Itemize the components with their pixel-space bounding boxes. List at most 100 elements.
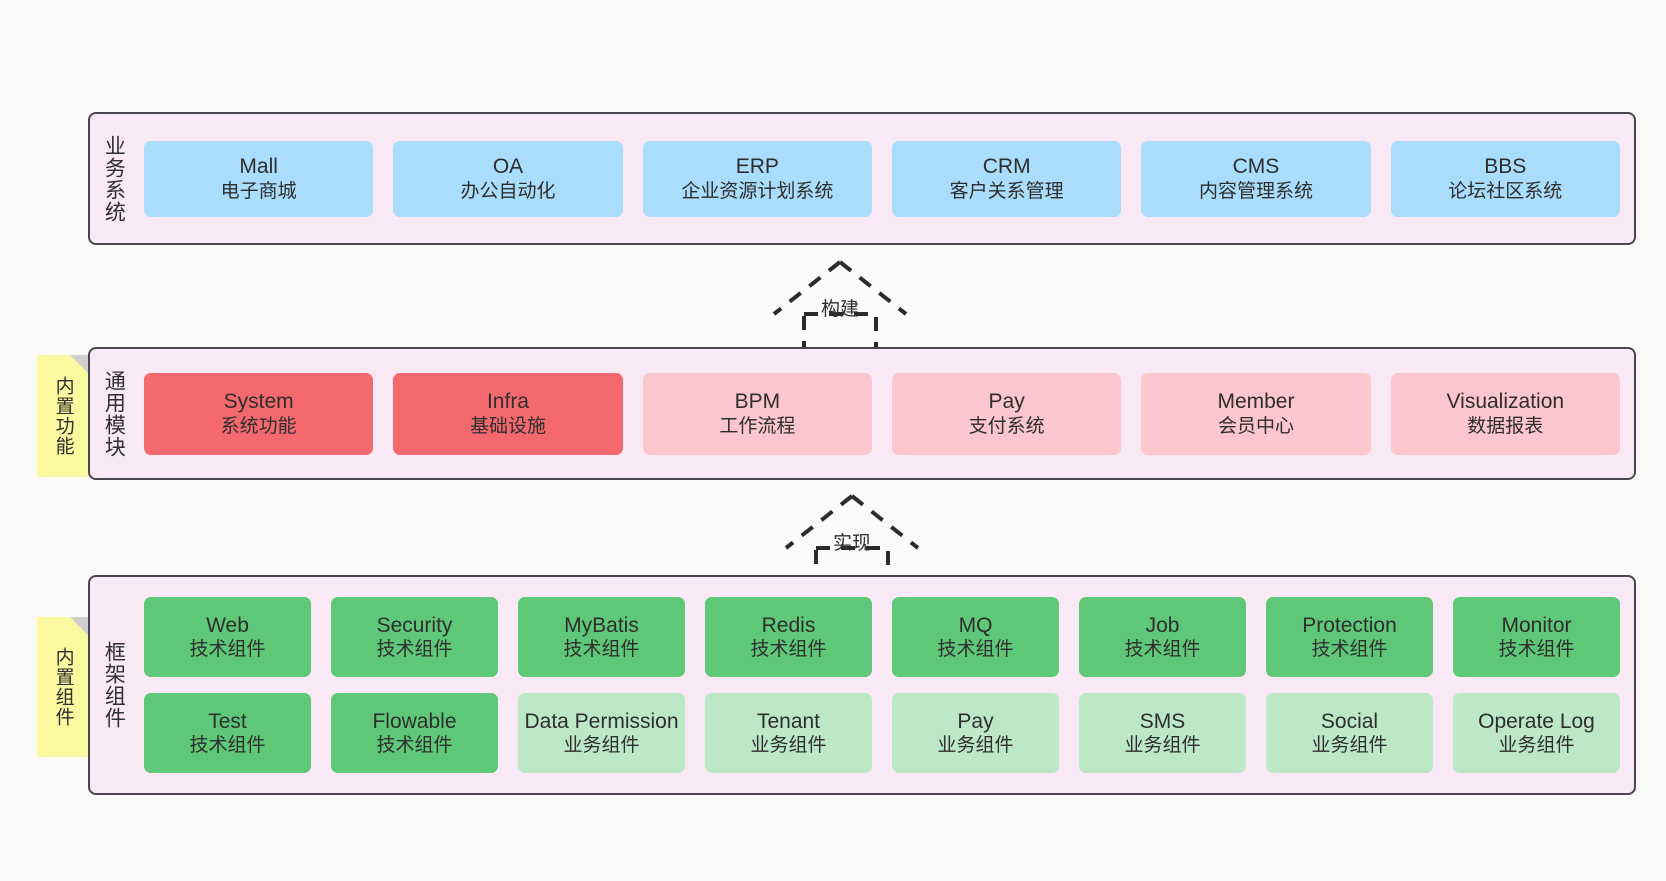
card-subtitle: 业务组件 bbox=[750, 735, 827, 757]
card-subtitle: 业务组件 bbox=[937, 735, 1014, 757]
card-pay-module[interactable]: Pay 支付系统 bbox=[891, 372, 1122, 455]
arrow-build-label: 构建 bbox=[820, 299, 860, 320]
modules-card-row: System 系统功能 Infra 基础设施 BPM 工作流程 Pay 支付系统… bbox=[144, 372, 1620, 455]
card-protection[interactable]: Protection 技术组件 bbox=[1266, 597, 1433, 677]
card-title: Job bbox=[1145, 613, 1180, 637]
card-bbs[interactable]: BBS 论坛社区系统 bbox=[1390, 140, 1620, 217]
card-title: CRM bbox=[982, 155, 1031, 179]
layer-business-systems: 业务系统 Mall 电子商城 OA 办公自动化 ERP 企业资源计划系统 CRM… bbox=[88, 112, 1636, 245]
card-subtitle: 技术组件 bbox=[937, 639, 1014, 661]
card-subtitle: 技术组件 bbox=[376, 639, 453, 661]
card-mall[interactable]: Mall 电子商城 bbox=[144, 140, 374, 217]
card-subtitle: 业务组件 bbox=[1498, 735, 1575, 757]
card-subtitle: 企业资源计划系统 bbox=[681, 180, 834, 202]
card-bpm[interactable]: BPM 工作流程 bbox=[642, 372, 872, 455]
card-infra[interactable]: Infra 基础设施 bbox=[393, 372, 623, 455]
card-title: Web bbox=[206, 613, 249, 637]
card-title: Pay bbox=[957, 709, 994, 733]
card-title: Redis bbox=[761, 613, 816, 637]
card-test[interactable]: Test 技术组件 bbox=[144, 693, 311, 773]
framework-tech-row: Web 技术组件 Security 技术组件 MyBatis 技术组件 Redi… bbox=[144, 597, 1620, 677]
layer-modules-body: System 系统功能 Infra 基础设施 BPM 工作流程 Pay 支付系统… bbox=[136, 349, 1634, 478]
card-title: SMS bbox=[1139, 709, 1186, 733]
card-redis[interactable]: Redis 技术组件 bbox=[705, 597, 872, 677]
card-subtitle: 办公自动化 bbox=[460, 180, 556, 202]
card-crm[interactable]: CRM 客户关系管理 bbox=[891, 140, 1122, 217]
card-subtitle: 技术组件 bbox=[1311, 639, 1388, 661]
card-member[interactable]: Member 会员中心 bbox=[1141, 372, 1371, 455]
card-subtitle: 工作流程 bbox=[719, 415, 796, 437]
layer-modules-title: 通用模块 bbox=[102, 369, 126, 458]
card-subtitle: 电子商城 bbox=[220, 180, 297, 202]
card-title: Pay bbox=[988, 390, 1025, 414]
card-subtitle: 系统功能 bbox=[220, 415, 297, 437]
card-title: BBS bbox=[1484, 155, 1527, 179]
card-oa[interactable]: OA 办公自动化 bbox=[393, 140, 623, 217]
layer-framework-title: 框架组件 bbox=[102, 641, 126, 729]
arrow-implement: 实现 bbox=[772, 492, 932, 587]
card-title: MQ bbox=[958, 613, 993, 637]
card-subtitle: 技术组件 bbox=[189, 639, 266, 661]
card-subtitle: 论坛社区系统 bbox=[1448, 180, 1563, 202]
card-subtitle: 技术组件 bbox=[1498, 639, 1575, 661]
card-visualization[interactable]: Visualization 数据报表 bbox=[1390, 372, 1620, 455]
layer-business-body: Mall 电子商城 OA 办公自动化 ERP 企业资源计划系统 CRM 客户关系… bbox=[136, 114, 1634, 243]
card-subtitle: 技术组件 bbox=[563, 639, 640, 661]
card-title: Flowable bbox=[372, 709, 457, 733]
card-pay-component[interactable]: Pay 业务组件 bbox=[892, 693, 1059, 773]
card-social[interactable]: Social 业务组件 bbox=[1266, 693, 1433, 773]
card-erp[interactable]: ERP 企业资源计划系统 bbox=[642, 140, 872, 217]
card-data-permission[interactable]: Data Permission 业务组件 bbox=[518, 693, 685, 773]
card-title: OA bbox=[492, 155, 524, 179]
note-label: 内置功能 bbox=[52, 376, 74, 456]
card-subtitle: 业务组件 bbox=[563, 735, 640, 757]
arrow-build: 构建 bbox=[760, 258, 920, 353]
card-title: Operate Log bbox=[1478, 709, 1595, 733]
card-subtitle: 数据报表 bbox=[1467, 415, 1544, 437]
card-subtitle: 业务组件 bbox=[1124, 735, 1201, 757]
card-flowable[interactable]: Flowable 技术组件 bbox=[331, 693, 498, 773]
card-title: Monitor bbox=[1501, 613, 1572, 637]
card-subtitle: 会员中心 bbox=[1217, 415, 1294, 437]
card-title: ERP bbox=[735, 155, 779, 179]
card-subtitle: 技术组件 bbox=[1124, 639, 1201, 661]
framework-biz-row: Test 技术组件 Flowable 技术组件 Data Permission … bbox=[144, 693, 1620, 773]
note-fold-corner-icon bbox=[70, 617, 89, 636]
note-label: 内置组件 bbox=[52, 647, 74, 727]
card-subtitle: 技术组件 bbox=[750, 639, 827, 661]
business-card-row: Mall 电子商城 OA 办公自动化 ERP 企业资源计划系统 CRM 客户关系… bbox=[144, 140, 1620, 217]
card-title: Mall bbox=[239, 155, 278, 179]
card-subtitle: 基础设施 bbox=[469, 415, 546, 437]
layer-framework-components: 框架组件 Web 技术组件 Security 技术组件 MyBatis 技术组件… bbox=[88, 575, 1636, 795]
card-title: Test bbox=[208, 709, 247, 733]
card-system[interactable]: System 系统功能 bbox=[144, 372, 374, 455]
card-title: Infra bbox=[486, 390, 529, 414]
card-title: Member bbox=[1217, 390, 1295, 414]
card-sms[interactable]: SMS 业务组件 bbox=[1079, 693, 1246, 773]
card-subtitle: 技术组件 bbox=[189, 735, 266, 757]
note-builtin-functions: 内置功能 bbox=[37, 355, 89, 477]
card-subtitle: 内容管理系统 bbox=[1198, 180, 1313, 202]
card-job[interactable]: Job 技术组件 bbox=[1079, 597, 1246, 677]
card-security[interactable]: Security 技术组件 bbox=[331, 597, 498, 677]
card-web[interactable]: Web 技术组件 bbox=[144, 597, 311, 677]
card-title: MyBatis bbox=[564, 613, 639, 637]
card-title: CMS bbox=[1232, 155, 1280, 179]
card-cms[interactable]: CMS 内容管理系统 bbox=[1141, 140, 1371, 217]
card-mq[interactable]: MQ 技术组件 bbox=[892, 597, 1059, 677]
card-mybatis[interactable]: MyBatis 技术组件 bbox=[518, 597, 685, 677]
card-title: Protection bbox=[1302, 613, 1397, 637]
layer-business-title: 业务系统 bbox=[102, 134, 126, 223]
card-title: BPM bbox=[734, 390, 781, 414]
card-title: Tenant bbox=[756, 709, 821, 733]
card-title: System bbox=[223, 390, 294, 414]
card-subtitle: 支付系统 bbox=[968, 415, 1045, 437]
card-operate-log[interactable]: Operate Log 业务组件 bbox=[1453, 693, 1620, 773]
card-tenant[interactable]: Tenant 业务组件 bbox=[705, 693, 872, 773]
layer-common-modules: 通用模块 System 系统功能 Infra 基础设施 BPM 工作流程 Pay… bbox=[88, 347, 1636, 480]
arrow-implement-label: 实现 bbox=[832, 533, 872, 554]
card-subtitle: 技术组件 bbox=[376, 735, 453, 757]
card-title: Visualization bbox=[1446, 390, 1565, 414]
card-monitor[interactable]: Monitor 技术组件 bbox=[1453, 597, 1620, 677]
note-fold-corner-icon bbox=[70, 355, 89, 374]
